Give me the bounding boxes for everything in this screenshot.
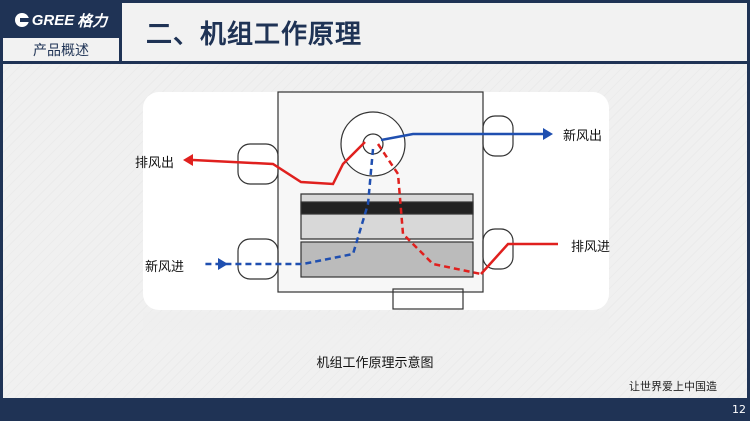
section-label: 产品概述 <box>3 38 119 61</box>
fresh-out-duct <box>482 115 514 157</box>
fresh-in-duct <box>237 238 279 280</box>
slide-body: 排风出 新风出 新风进 排风进 机组工作原理示意图 让世界爱上中国造 <box>3 64 747 398</box>
label-exhaust-in: 排风进 <box>571 240 611 255</box>
exhaust-out-arrow <box>192 141 366 186</box>
gree-logo-icon <box>14 13 29 27</box>
exhaust-in-arrow <box>480 242 558 275</box>
brand-name: GREE <box>31 11 75 29</box>
page-title: 二、机组工作原理 <box>146 19 363 50</box>
diagram-reflection <box>143 312 609 352</box>
drain-pan <box>392 288 464 310</box>
label-exhaust-out: 排风出 <box>135 156 175 171</box>
unit-diagram <box>183 91 558 310</box>
exhaust-in-duct <box>482 228 514 270</box>
fan <box>340 111 406 177</box>
diagram-caption: 机组工作原理示意图 <box>316 356 434 371</box>
label-fresh-in: 新风进 <box>145 260 185 275</box>
exhaust-out-duct <box>237 143 279 185</box>
page-number: 12 <box>728 398 750 421</box>
slogan-logo: 让世界爱上中国造 <box>629 380 717 393</box>
title-bar: 二、机组工作原理 <box>122 3 747 61</box>
label-fresh-out: 新风出 <box>563 129 603 144</box>
fresh-path <box>203 148 375 266</box>
brand-name-cn: 格力 <box>77 12 108 30</box>
fresh-out-arrow <box>380 132 543 142</box>
exhaust-path <box>376 143 482 276</box>
